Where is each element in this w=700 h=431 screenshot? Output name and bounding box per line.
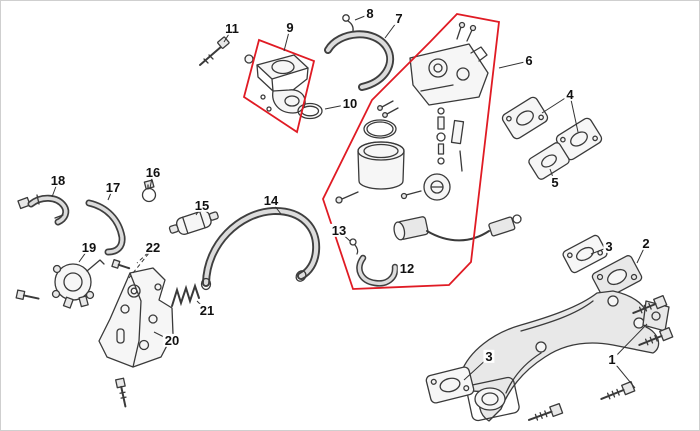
spring-21 [171, 282, 200, 307]
callout-10: 10 [340, 95, 360, 111]
callout-5: 5 [549, 174, 561, 190]
callout-15: 15 [192, 197, 212, 213]
fuel-filter [168, 210, 219, 235]
flange-bolt-1a [632, 294, 668, 314]
flange-bolt-1b [638, 326, 674, 346]
callout-1: 1 [606, 351, 618, 367]
callout-18: 18 [48, 172, 68, 188]
fuel-hose-18 [17, 194, 70, 226]
callout-4: 4 [564, 86, 576, 102]
insulator-gasket-c [528, 142, 570, 180]
manifold-gasket-lower [425, 366, 475, 404]
callout-13: 13 [329, 222, 349, 238]
callout-19: 19 [79, 239, 99, 255]
clip-13 [349, 238, 359, 255]
callout-6: 6 [523, 52, 535, 68]
highlight-carburetor-group [322, 13, 500, 290]
callout-17: 17 [103, 179, 123, 195]
bolt-11 [199, 36, 230, 66]
intake-manifold [459, 255, 670, 422]
callout-11: 11 [223, 20, 241, 36]
breather-hose-7 [324, 30, 395, 91]
callout-7: 7 [393, 10, 405, 26]
clip-8 [342, 14, 354, 32]
callout-3: 3 [483, 348, 495, 364]
bolt-small-left [15, 289, 40, 301]
callout-22: 22 [143, 239, 163, 255]
air-cleaner-elbow [244, 54, 309, 114]
callout-14: 14 [261, 192, 281, 208]
callout-3: 3 [603, 238, 615, 254]
leader-line-4 [569, 94, 579, 133]
drain-hose-12 [356, 254, 399, 287]
callout-2: 2 [640, 235, 652, 251]
callout-21: 21 [197, 302, 217, 318]
hose-clamp-16 [141, 179, 157, 203]
callout-16: 16 [143, 164, 163, 180]
flange-bolt-1d [527, 402, 564, 421]
manifold-gasket-upper [562, 234, 608, 274]
callout-20: 20 [162, 332, 182, 348]
leader-line-1 [611, 323, 648, 361]
callout-9: 9 [284, 19, 296, 35]
mounting-bracket [98, 267, 174, 368]
fuel-hose-17 [85, 199, 126, 256]
fuel-pump [51, 259, 105, 309]
fuel-hose-14 [200, 206, 321, 291]
callout-12: 12 [397, 260, 417, 276]
bolt-bottom [115, 377, 127, 408]
callout-8: 8 [364, 5, 376, 21]
insulator-gasket-a [501, 96, 549, 140]
highlight-air-cleaner-group [242, 38, 316, 134]
carburetor-assembly [335, 21, 522, 242]
flange-bolt-1c [600, 380, 636, 400]
grommet-and-screw-22 [111, 259, 141, 298]
